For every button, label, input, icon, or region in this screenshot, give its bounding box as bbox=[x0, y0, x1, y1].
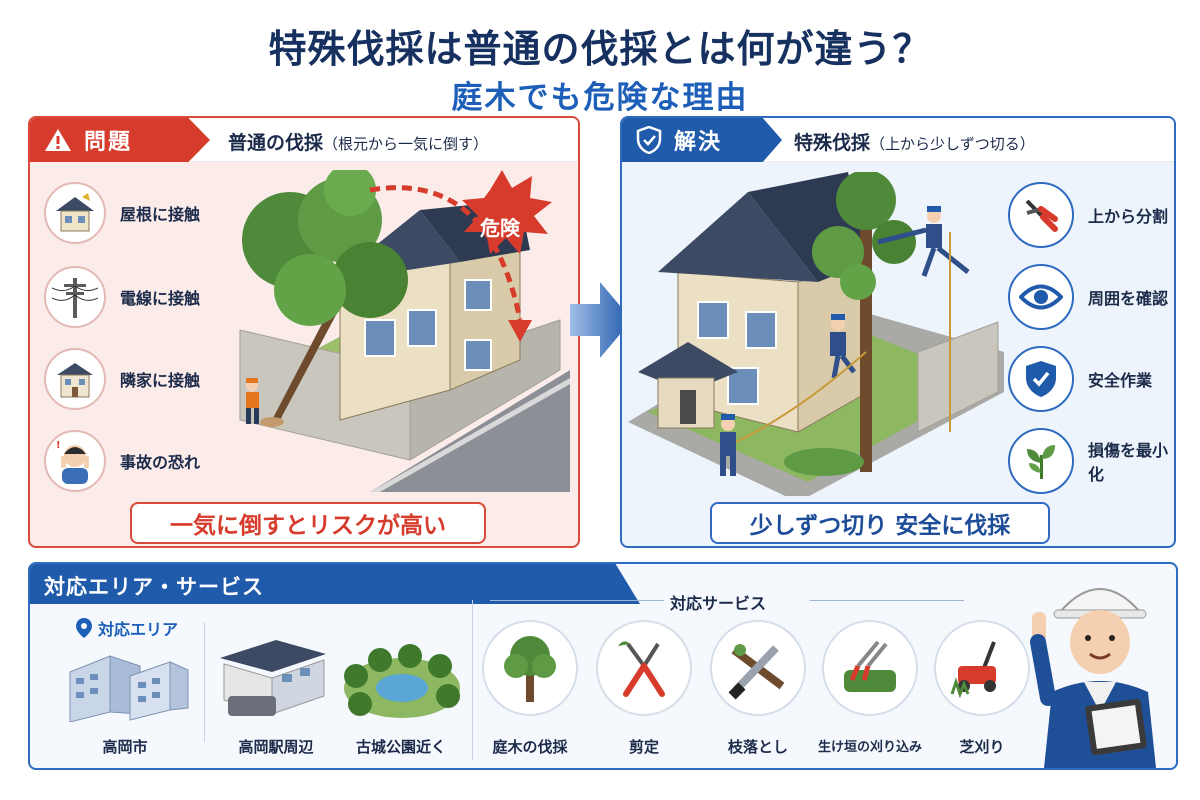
problem-item-neighbor: 隣家に接触 bbox=[44, 348, 200, 410]
saw-branch-icon bbox=[710, 620, 806, 716]
pruning-shears-icon bbox=[596, 620, 692, 716]
problem-tab: 問題 bbox=[30, 118, 210, 162]
service-caption: 枝落とし bbox=[727, 738, 788, 756]
map-pin-icon bbox=[76, 618, 92, 638]
area-caption: 高岡市 bbox=[102, 738, 148, 756]
problem-item-label: 隣家に接触 bbox=[120, 371, 201, 390]
power-pole-icon bbox=[44, 266, 106, 328]
solution-heading-note: （上から少しずつ切る） bbox=[870, 135, 1035, 153]
problem-item-wire: 電線に接触 bbox=[44, 266, 200, 328]
area-caption: 高岡駅周辺 bbox=[238, 738, 314, 756]
problem-panel: 問題 普通の伐採（根元から一気に倒す） 屋根に接触 bbox=[28, 116, 580, 548]
problem-tab-label: 問題 bbox=[84, 130, 133, 155]
problem-item-roof: 屋根に接触 bbox=[44, 182, 200, 244]
leaf-sprout-icon bbox=[1008, 428, 1074, 494]
solution-header: 解決 特殊伐採（上から少しずつ切る） bbox=[622, 118, 1174, 162]
problem-item-label: 事故の恐れ bbox=[120, 453, 201, 472]
problem-item-accident: ! 事故の恐れ bbox=[44, 430, 200, 492]
house-roof-icon bbox=[44, 182, 106, 244]
solution-item-check: 周囲を確認 bbox=[1008, 264, 1168, 330]
solution-item-label: 上から分割 bbox=[1088, 207, 1169, 226]
service-section-title: 対応エリア・サービス bbox=[30, 564, 640, 604]
service-caption: 庭木の伐採 bbox=[492, 738, 568, 756]
area-divider bbox=[204, 622, 205, 742]
station-icon bbox=[220, 640, 326, 716]
solution-item-label: 損傷を最小化 bbox=[1088, 441, 1169, 484]
solution-heading: 特殊伐採 bbox=[794, 132, 871, 154]
solution-tab-label: 解決 bbox=[674, 130, 723, 155]
area-label: 対応エリア bbox=[76, 616, 178, 640]
arrow-right-icon bbox=[570, 282, 632, 358]
danger-label: 危険 bbox=[480, 216, 520, 240]
city-buildings-icon bbox=[69, 655, 189, 722]
lawn-mower-icon bbox=[934, 620, 1030, 716]
falling-tree-illustration bbox=[239, 170, 570, 492]
area-label-text: 対応エリア bbox=[98, 620, 179, 639]
services-rule-right bbox=[810, 600, 964, 601]
neighbor-house-icon bbox=[44, 348, 106, 410]
eye-icon bbox=[1008, 264, 1074, 330]
problem-item-label: 屋根に接触 bbox=[120, 205, 201, 224]
svg-text:!: ! bbox=[56, 440, 61, 451]
service-caption: 生け垣の刈り込み bbox=[817, 740, 922, 755]
tree-icon bbox=[482, 620, 578, 716]
problem-header: 問題 普通の伐採（根元から一気に倒す） bbox=[30, 118, 578, 162]
problem-heading: 普通の伐採 bbox=[228, 132, 324, 154]
problem-item-label: 電線に接触 bbox=[120, 289, 201, 308]
problem-heading-note: （根元から一気に倒す） bbox=[323, 135, 489, 153]
services-rule-left bbox=[490, 600, 664, 601]
hedge-trimmer-icon bbox=[822, 620, 918, 716]
pruning-shears-icon bbox=[1008, 182, 1074, 248]
page-subtitle: 庭木でも危険な理由 bbox=[451, 80, 749, 116]
service-panel: 対応エリア・サービス 対応エリア 高岡市 高岡駅周辺 bbox=[28, 562, 1178, 770]
warning-icon bbox=[45, 129, 71, 151]
solution-item-label: 安全作業 bbox=[1088, 371, 1153, 390]
problem-banner: 一気に倒すとリスクが高い bbox=[130, 502, 486, 544]
special-felling-illustration bbox=[628, 172, 1004, 496]
worker-mascot bbox=[1030, 588, 1156, 768]
park-icon bbox=[344, 644, 460, 718]
service-divider bbox=[472, 600, 473, 760]
solution-item-label: 周囲を確認 bbox=[1088, 289, 1169, 308]
solution-tab: 解決 bbox=[622, 118, 782, 162]
shield-check-icon bbox=[636, 126, 662, 154]
service-caption: 芝刈り bbox=[959, 738, 1005, 756]
worried-person-icon: ! bbox=[44, 430, 106, 492]
shield-icon bbox=[1008, 346, 1074, 412]
service-caption: 剪定 bbox=[628, 738, 659, 756]
area-caption: 古城公園近く bbox=[355, 738, 446, 756]
solution-panel: 解決 特殊伐採（上から少しずつ切る） bbox=[620, 116, 1176, 548]
solution-item-split: 上から分割 bbox=[1008, 182, 1168, 248]
services-label: 対応サービス bbox=[670, 594, 767, 613]
page-title: 特殊伐採は普通の伐採とは何が違う？ bbox=[268, 27, 932, 71]
solution-item-safety: 安全作業 bbox=[1008, 346, 1152, 412]
solution-item-damage: 損傷を最小化 bbox=[1008, 428, 1174, 494]
solution-banner: 少しずつ切り 安全に伐採 bbox=[710, 502, 1050, 544]
